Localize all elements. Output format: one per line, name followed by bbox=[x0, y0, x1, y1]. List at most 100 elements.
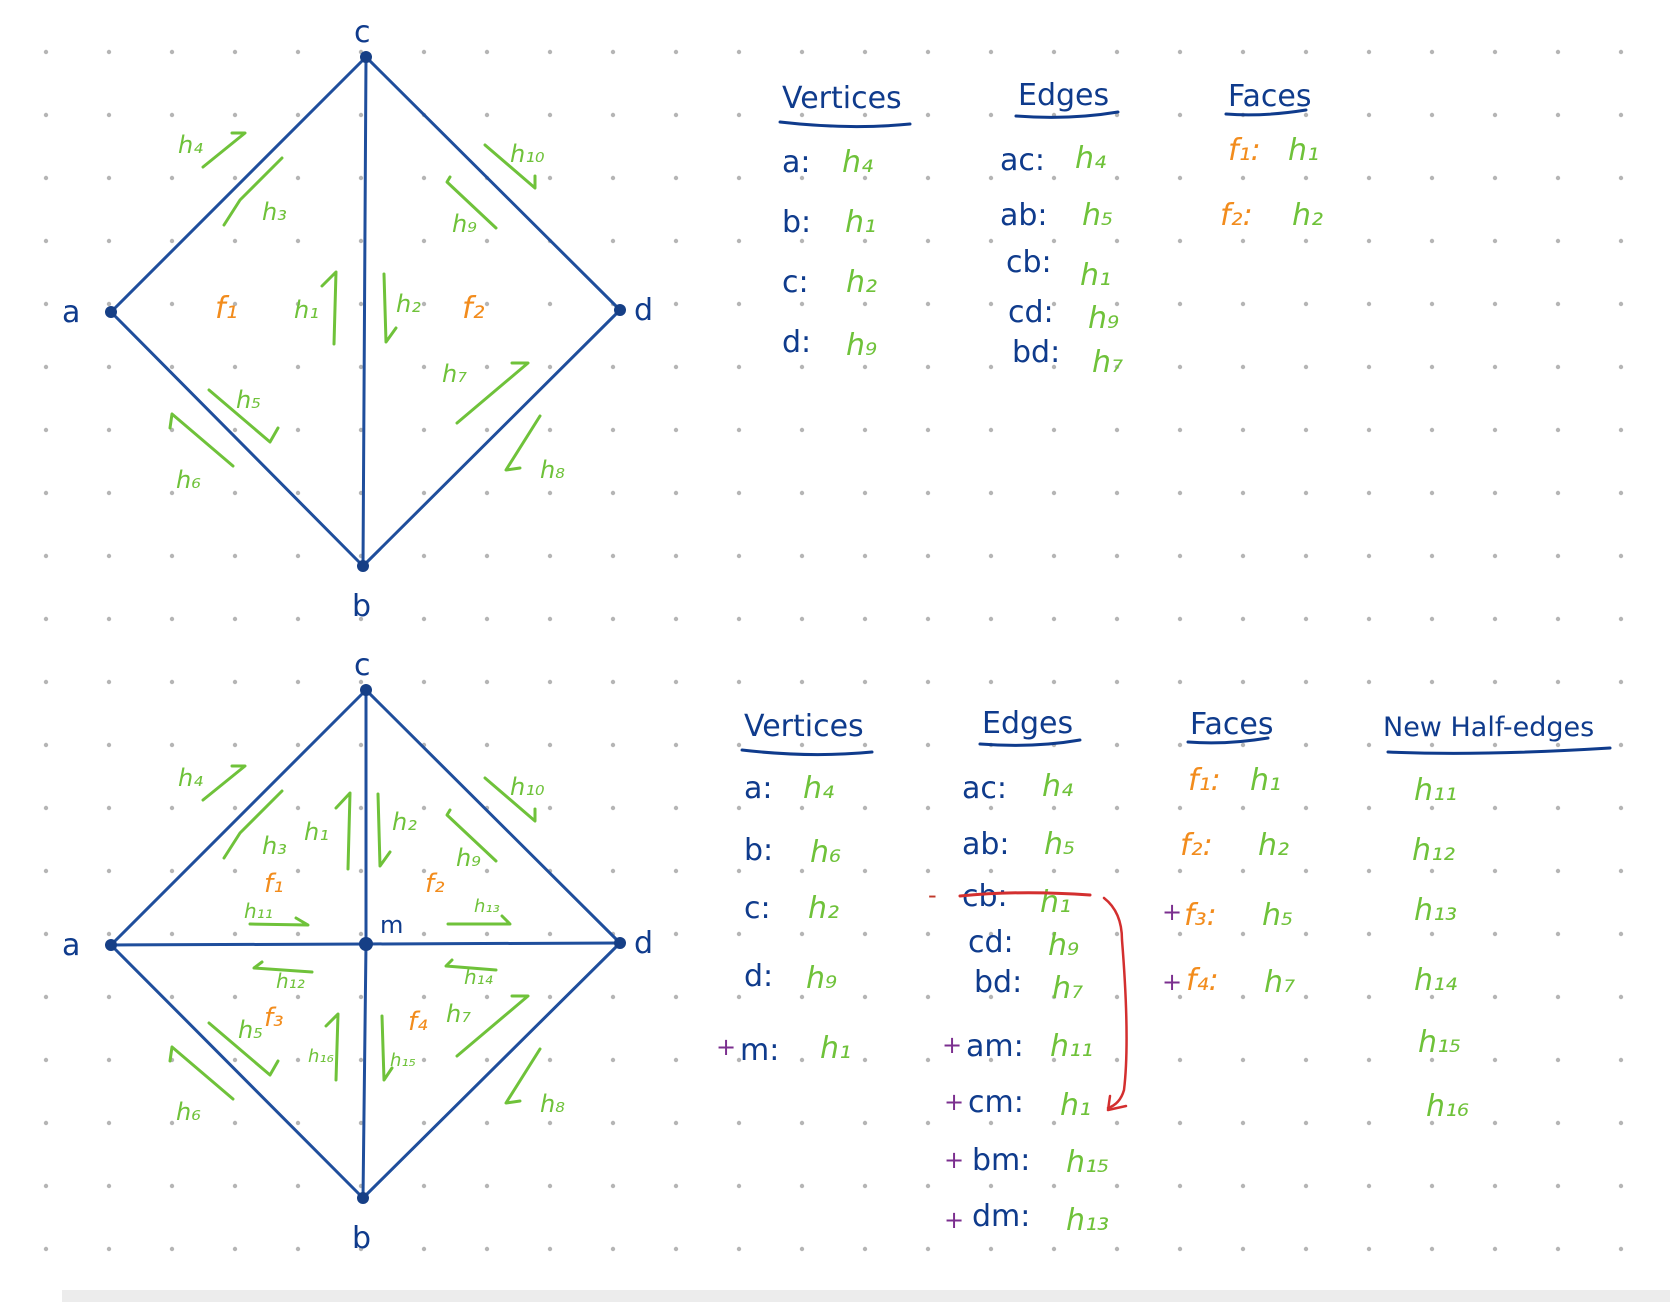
grid-dot bbox=[1303, 1057, 1309, 1063]
grid-dot bbox=[1492, 868, 1498, 874]
grid-dot bbox=[1114, 364, 1120, 370]
grid-dot bbox=[1177, 868, 1183, 874]
grid-dot bbox=[610, 1057, 616, 1063]
grid-dot bbox=[610, 364, 616, 370]
table2-face-val: h₂ bbox=[1258, 828, 1289, 863]
strikethrough-cb bbox=[958, 891, 1092, 898]
grid-dot bbox=[1303, 364, 1309, 370]
grid-dot bbox=[1618, 805, 1624, 811]
grid-dot bbox=[547, 1120, 553, 1126]
halfedge-arrow-h10 bbox=[483, 776, 537, 823]
grid-dot bbox=[1492, 490, 1498, 496]
grid-dot bbox=[106, 238, 112, 244]
grid-dot bbox=[988, 868, 994, 874]
grid-dot bbox=[1114, 1246, 1120, 1252]
table1-vertex-val: h₉ bbox=[846, 328, 877, 363]
table2-new-half-edges-list: h₁₁ h₁₂ h₁₃ h₁₄ h₁₅ h₁₆ bbox=[1412, 773, 1469, 1124]
grid-dot bbox=[358, 1246, 364, 1252]
grid-dot bbox=[484, 490, 490, 496]
grid-dot bbox=[925, 553, 931, 559]
grid-dot bbox=[673, 868, 679, 874]
table1-face-key: f₁: bbox=[1228, 133, 1261, 168]
grid-dot bbox=[547, 112, 553, 118]
grid-dot bbox=[736, 805, 742, 811]
grid-dot bbox=[232, 427, 238, 433]
grid-dot bbox=[862, 1057, 868, 1063]
grid-dot bbox=[1366, 1057, 1372, 1063]
halfedge-arrow-h2 bbox=[382, 272, 398, 344]
grid-dot bbox=[1618, 427, 1624, 433]
grid-dot bbox=[1114, 1057, 1120, 1063]
grid-dot bbox=[43, 679, 49, 685]
grid-dot bbox=[1051, 553, 1057, 559]
grid-dot bbox=[1618, 742, 1624, 748]
grid-dot bbox=[1492, 994, 1498, 1000]
grid-dot bbox=[106, 112, 112, 118]
grid-dot bbox=[484, 238, 490, 244]
halfedge-label-h16: h₁₆ bbox=[308, 1046, 334, 1067]
halfedge-label-h8: h₈ bbox=[540, 1090, 565, 1118]
grid-dot bbox=[610, 49, 616, 55]
table1-vertex-key: b: bbox=[782, 205, 811, 240]
halfedge-label-h14: h₁₄ bbox=[464, 965, 493, 989]
halfedge-label-h8: h₈ bbox=[540, 456, 565, 484]
halfedge-arrow-h6 bbox=[168, 412, 235, 468]
table2-vertices-underline bbox=[740, 748, 874, 757]
grid-dot bbox=[736, 1057, 742, 1063]
grid-dot bbox=[295, 994, 301, 1000]
grid-dot bbox=[295, 175, 301, 181]
grid-dot bbox=[736, 868, 742, 874]
grid-dot bbox=[1240, 175, 1246, 181]
grid-dot bbox=[106, 1057, 112, 1063]
grid-dot bbox=[1240, 490, 1246, 496]
grid-dot bbox=[1051, 868, 1057, 874]
face-label-f1: f₁ bbox=[264, 869, 284, 899]
table1-edge-key: cd: bbox=[1008, 295, 1054, 330]
grid-dot bbox=[1429, 1057, 1435, 1063]
bottom-scroll-bar[interactable] bbox=[62, 1290, 1670, 1302]
grid-dot bbox=[1555, 175, 1561, 181]
grid-dot bbox=[1051, 364, 1057, 370]
grid-dot bbox=[736, 1120, 742, 1126]
grid-dot bbox=[1555, 868, 1561, 874]
grid-dot bbox=[547, 427, 553, 433]
grid-dot bbox=[43, 301, 49, 307]
grid-dot bbox=[106, 427, 112, 433]
grid-dot bbox=[1177, 301, 1183, 307]
halfedge-label-h5: h₅ bbox=[236, 386, 261, 414]
grid-dot bbox=[484, 1120, 490, 1126]
grid-dot bbox=[1492, 1183, 1498, 1189]
grid-dot bbox=[1240, 994, 1246, 1000]
table2-edge-key: ac: bbox=[962, 771, 1007, 806]
grid-dot bbox=[484, 994, 490, 1000]
grid-dot bbox=[232, 742, 238, 748]
grid-dot bbox=[547, 616, 553, 622]
grid-dot bbox=[736, 301, 742, 307]
grid-dot bbox=[1240, 931, 1246, 937]
grid-dot bbox=[736, 553, 742, 559]
grid-dot bbox=[925, 1057, 931, 1063]
grid-dot bbox=[673, 679, 679, 685]
grid-dot bbox=[1618, 868, 1624, 874]
grid-dot bbox=[358, 301, 364, 307]
grid-dot bbox=[547, 679, 553, 685]
grid-dot bbox=[1366, 427, 1372, 433]
edge-db bbox=[361, 941, 622, 1200]
edge-ac bbox=[109, 688, 368, 947]
table2-faces-underline bbox=[1186, 736, 1270, 745]
grid-dot bbox=[232, 931, 238, 937]
vertex-d bbox=[614, 304, 626, 316]
table1-vertex-key: d: bbox=[782, 325, 811, 360]
face-label-f1: f₁ bbox=[215, 291, 238, 326]
grid-dot bbox=[43, 931, 49, 937]
grid-dot bbox=[106, 931, 112, 937]
grid-dot bbox=[1555, 805, 1561, 811]
grid-dot bbox=[1051, 994, 1057, 1000]
grid-dot bbox=[610, 1120, 616, 1126]
grid-dot bbox=[358, 679, 364, 685]
grid-dot bbox=[1051, 427, 1057, 433]
grid-dot bbox=[484, 364, 490, 370]
new-half-edge-item: h₁₂ bbox=[1412, 833, 1455, 868]
grid-dot bbox=[925, 805, 931, 811]
table-1: Vertices Edges Faces a: h₄ b: h₁ c: h₂ d… bbox=[778, 78, 1323, 380]
